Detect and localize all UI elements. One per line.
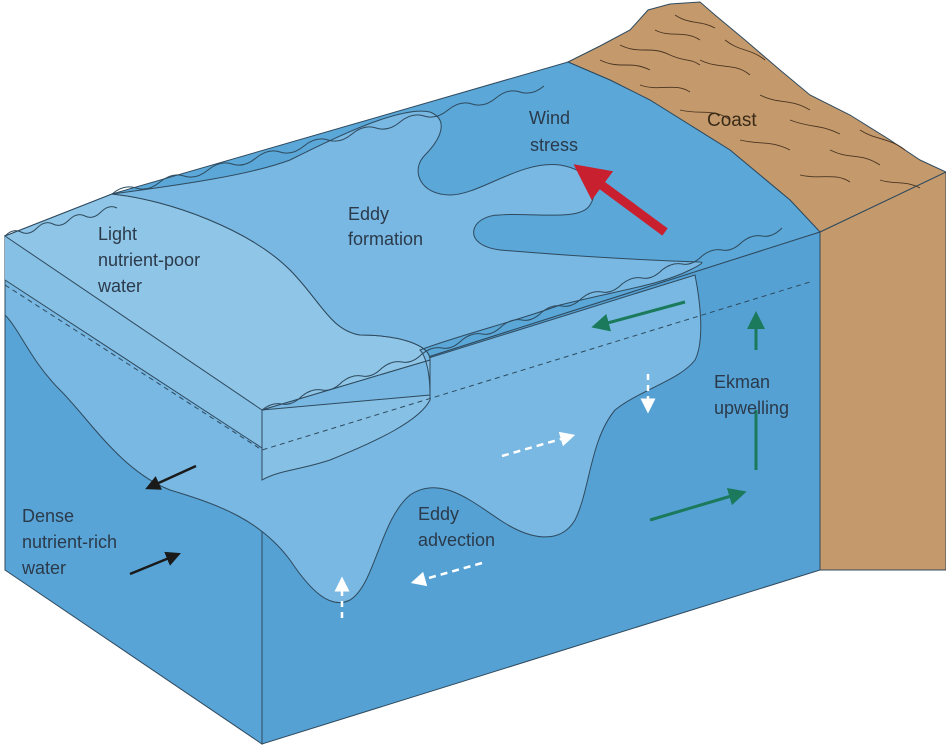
label-wind-stress-line1: Wind xyxy=(529,108,570,128)
label-ekman-line2: upwelling xyxy=(714,398,789,418)
label-dense-water-line1: Dense xyxy=(22,506,74,526)
label-light-water-line1: Light xyxy=(98,224,137,244)
label-eddy-formation-line2: formation xyxy=(348,229,423,249)
label-wind-stress-line2: stress xyxy=(530,135,578,155)
label-eddy-advection-line2: advection xyxy=(418,530,495,550)
label-dense-water-line3: water xyxy=(21,558,66,578)
label-light-water-line3: water xyxy=(97,276,142,296)
label-light-water-line2: nutrient-poor xyxy=(98,250,200,270)
label-eddy-advection-line1: Eddy xyxy=(418,504,459,524)
label-ekman-line1: Ekman xyxy=(714,372,770,392)
label-eddy-formation-line1: Eddy xyxy=(348,204,389,224)
label-dense-water-line2: nutrient-rich xyxy=(22,532,117,552)
label-coast: Coast xyxy=(707,110,757,131)
